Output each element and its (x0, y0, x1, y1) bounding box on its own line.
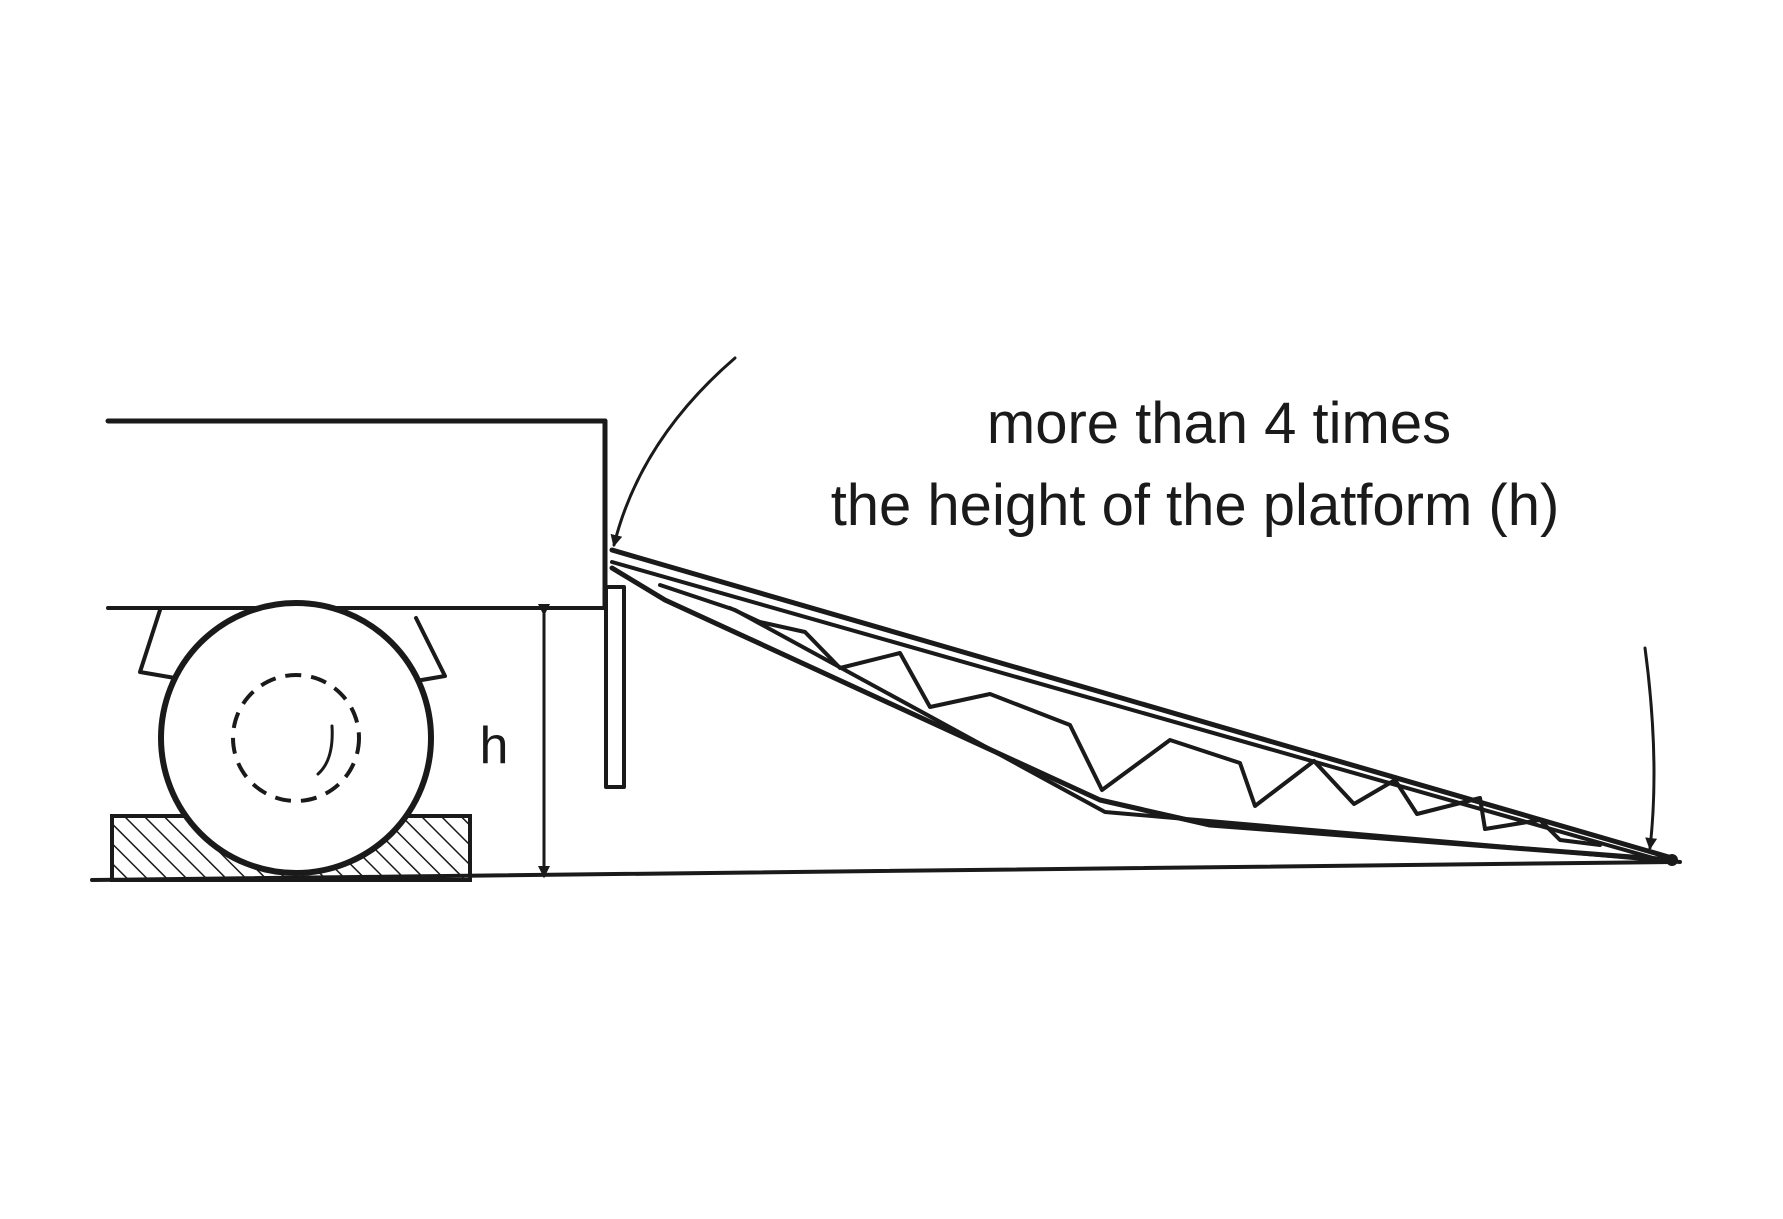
wheel (158, 600, 434, 876)
pointer-arrow-tip (1643, 646, 1658, 850)
annotation-line-1: more than 4 times (987, 391, 1451, 456)
ramp (609, 547, 1682, 866)
annotation-line-2: the height of the platform (h) (831, 473, 1560, 538)
truck-body (105, 418, 608, 611)
height-label: h (480, 717, 509, 775)
height-dimension: h (480, 604, 550, 878)
pointer-arrow-top (610, 356, 737, 547)
truck-rear-post (604, 585, 626, 789)
